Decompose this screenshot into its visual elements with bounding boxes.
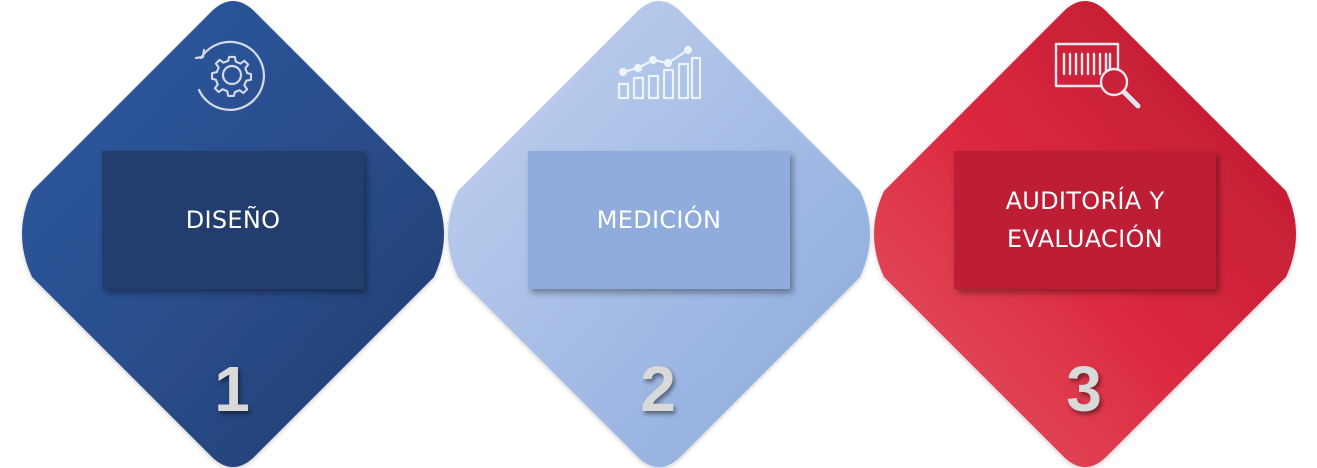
bar-chart-trend-icon <box>617 45 702 100</box>
barcode-magnifier-icon <box>1054 42 1141 109</box>
step-3-label-line-1: AUDITORÍA Y <box>1005 187 1165 215</box>
step-1-number: 1 <box>214 353 250 425</box>
gear-cycle-icon <box>194 40 265 111</box>
step-1-label: DISEÑO <box>102 151 364 289</box>
step-2-label-line-1: MEDICIÓN <box>596 206 722 234</box>
step-3-label: AUDITORÍA Y EVALUACIÓN <box>954 151 1216 289</box>
step-1-label-line-1: DISEÑO <box>185 206 281 234</box>
step-2-label: MEDICIÓN <box>528 151 790 289</box>
step-3-number: 3 <box>1066 353 1102 425</box>
step-2-number: 2 <box>640 353 676 425</box>
step-3-label-line-2: EVALUACIÓN <box>1007 225 1163 253</box>
